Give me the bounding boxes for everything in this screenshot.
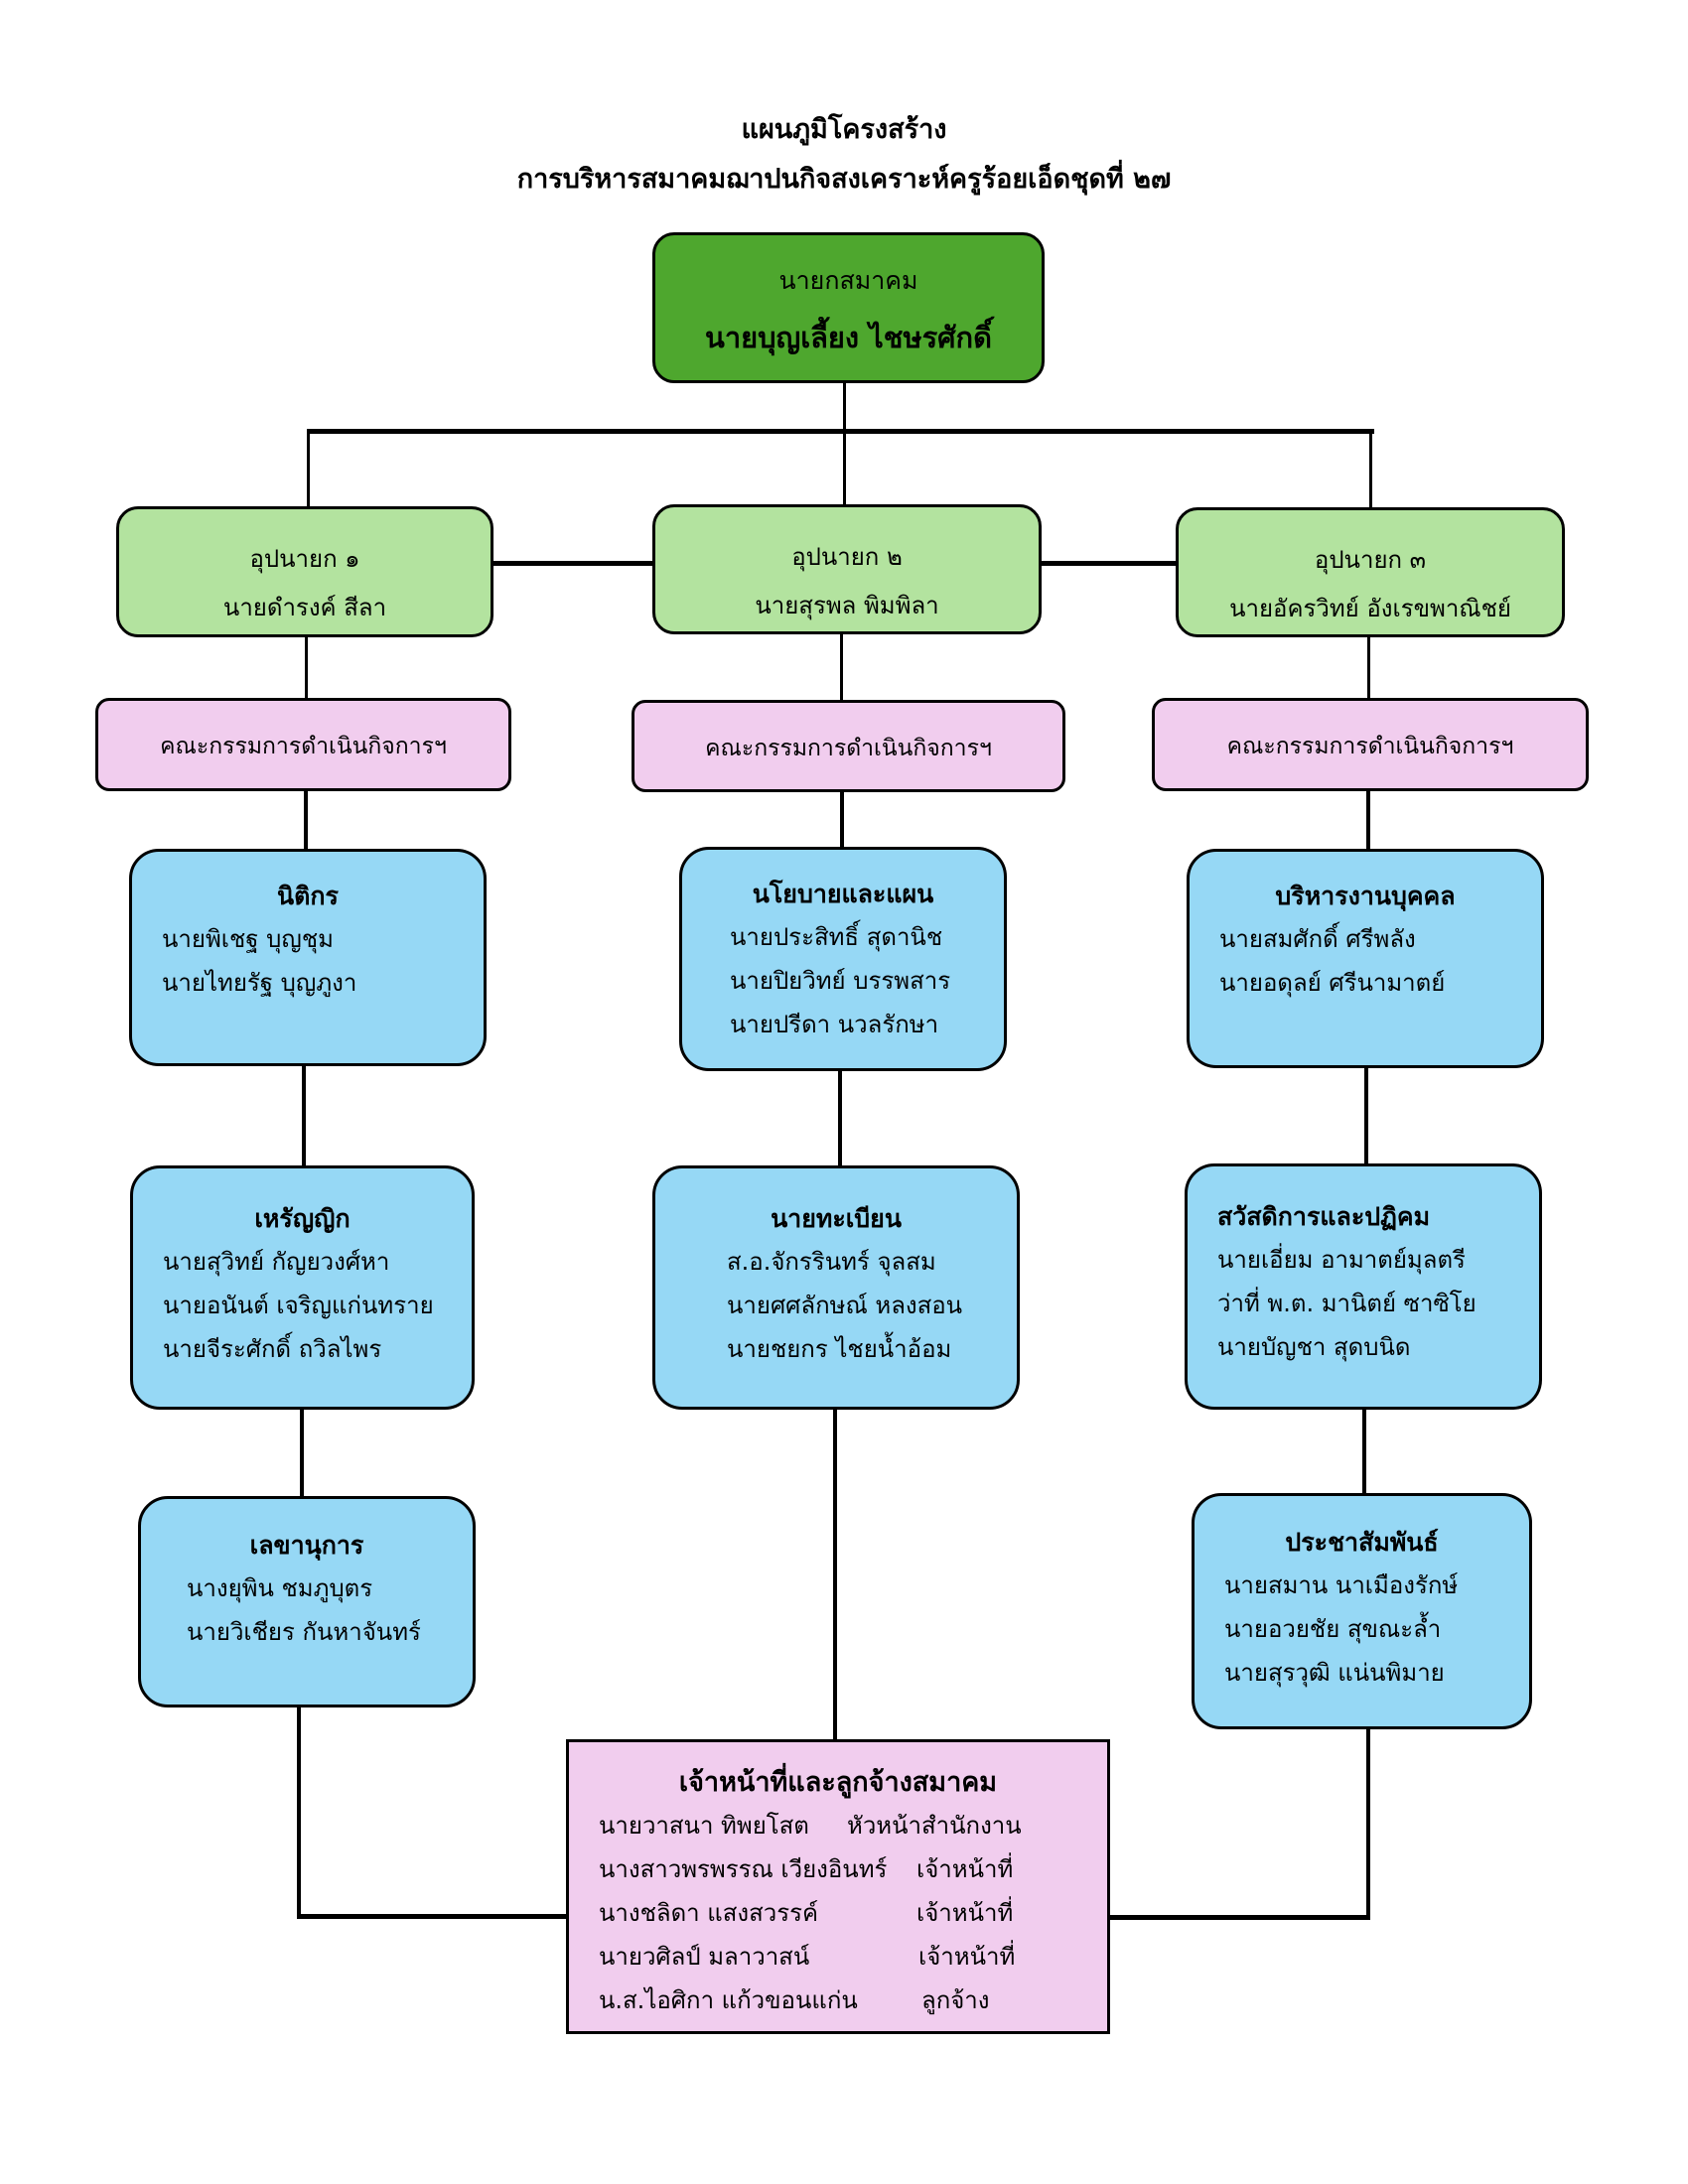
department-title: ประชาสัมพันธ์ bbox=[1285, 1528, 1439, 1557]
staff-name: นางสาวพรพรรณ เวียงอินทร์ bbox=[599, 1855, 888, 1883]
department-title: นโยบายและแผน bbox=[752, 880, 934, 908]
vice-president-role: อุปนายก ๒ bbox=[791, 543, 903, 571]
department-treasurer-box: เหรัญญิก นายสุวิทย์ กัญยวงศ์หา นายอนันต์… bbox=[130, 1165, 475, 1410]
department-title: นายทะเบียน bbox=[771, 1204, 902, 1233]
connector-line bbox=[305, 635, 308, 699]
staff-position: เจ้าหน้าที่ bbox=[916, 1855, 1014, 1883]
staff-position: หัวหน้าสำนักงาน bbox=[847, 1812, 1022, 1840]
connector-line bbox=[833, 1408, 837, 1740]
connector-line bbox=[302, 1064, 306, 1167]
department-registrar-box: นายทะเบียน ส.อ.จักรรินทร์ จุลสม นายศศลัก… bbox=[652, 1165, 1020, 1410]
committee-label: คณะกรรมการดำเนินกิจการฯ bbox=[1226, 734, 1514, 759]
department-legal-box: นิติกร นายพิเชฐ บุญชุม นายไทยรัฐ บุญภูงา bbox=[129, 849, 487, 1066]
department-title: นิติกร bbox=[277, 882, 339, 910]
department-member: ส.อ.จักรรินทร์ จุลสม bbox=[727, 1248, 936, 1276]
vice-president-role: อุปนายก ๑ bbox=[249, 545, 360, 573]
department-member: นายปรีดา นวลรักษา bbox=[730, 1011, 939, 1038]
department-member: นายสุรวุฒิ แน่นพิมาย bbox=[1224, 1659, 1445, 1687]
department-policy-box: นโยบายและแผน นายประสิทธิ์ สุดานิช นายปิย… bbox=[679, 847, 1007, 1071]
department-member: นายชยกร ไชยน้ำอ้อม bbox=[727, 1335, 952, 1363]
staff-position: เจ้าหน้าที่ bbox=[918, 1943, 1016, 1971]
staff-position: ลูกจ้าง bbox=[921, 1986, 990, 2014]
connector-line bbox=[297, 1706, 301, 1918]
vice-president-role: อุปนายก ๓ bbox=[1314, 546, 1427, 574]
department-title: สวัสดิการและปฏิคม bbox=[1217, 1202, 1431, 1231]
department-member: นางยุพิน ชมภูบุตร bbox=[187, 1574, 373, 1602]
staff-name: นายวาสนา ทิพยโสต bbox=[599, 1812, 809, 1840]
connector-line bbox=[840, 632, 843, 702]
department-member: นายอวยชัย สุขณะล้ำ bbox=[1224, 1615, 1442, 1643]
department-welfare-box: สวัสดิการและปฏิคม นายเอี่ยม อามาตย์มุลตร… bbox=[1185, 1163, 1542, 1410]
department-member: ว่าที่ พ.ต. มานิตย์ ซาซิโย bbox=[1217, 1290, 1477, 1317]
staff-box: เจ้าหน้าที่และลูกจ้างสมาคม นายวาสนา ทิพย… bbox=[566, 1739, 1110, 2034]
president-name: นายบุญเลี้ยง ไชษรศักดิ์ bbox=[705, 321, 992, 354]
vice-president-2-box: อุปนายก ๒ นายสุรพล พิมพิลา bbox=[652, 504, 1042, 634]
department-pr-box: ประชาสัมพันธ์ นายสมาน นาเมืองรักษ์ นายอว… bbox=[1192, 1493, 1532, 1729]
department-member: นายประสิทธิ์ สุดานิช bbox=[730, 923, 943, 951]
chart-subtitle: การบริหารสมาคมฌาปนกิจสงเคราะห์ครูร้อยเอ็… bbox=[516, 164, 1172, 195]
committee-2-box: คณะกรรมการดำเนินกิจการฯ bbox=[632, 700, 1065, 792]
department-title: บริหารงานบุคคล bbox=[1275, 882, 1456, 910]
department-member: นายสมศักดิ์ ศรีพลัง bbox=[1219, 925, 1416, 953]
department-hr-box: บริหารงานบุคคล นายสมศักดิ์ ศรีพลัง นายอด… bbox=[1187, 849, 1544, 1068]
connector-line bbox=[300, 1408, 304, 1499]
connector-line bbox=[1364, 1066, 1368, 1167]
department-member: นายสุวิทย์ กัญยวงศ์หา bbox=[163, 1248, 390, 1276]
staff-row: น.ส.ไอศิกา แก้วขอนแก่น ลูกจ้าง bbox=[599, 1979, 1107, 2022]
staff-name: นายวศิลป์ มลาวาสน์ bbox=[599, 1943, 810, 1971]
staff-row: นายวศิลป์ มลาวาสน์ เจ้าหน้าที่ bbox=[599, 1935, 1107, 1979]
department-member: นายไทยรัฐ บุญภูงา bbox=[162, 969, 357, 997]
president-role: นายกสมาคม bbox=[778, 266, 918, 295]
staff-position: เจ้าหน้าที่ bbox=[916, 1899, 1014, 1927]
connector-line bbox=[297, 1914, 567, 1919]
committee-label: คณะกรรมการดำเนินกิจการฯ bbox=[160, 734, 447, 759]
staff-name: น.ส.ไอศิกา แก้วขอนแก่น bbox=[599, 1986, 858, 2014]
connector-line bbox=[1366, 789, 1370, 851]
vice-president-1-box: อุปนายก ๑ นายดำรงค์ สีลา bbox=[116, 506, 493, 637]
chart-title: แผนภูมิโครงสร้าง bbox=[741, 114, 947, 145]
committee-label: คณะกรรมการดำเนินกิจการฯ bbox=[705, 736, 992, 761]
department-member: นายสมาน นาเมืองรักษ์ bbox=[1224, 1571, 1459, 1599]
connector-line bbox=[307, 429, 310, 508]
connector-line bbox=[304, 789, 308, 851]
connector-line bbox=[1367, 635, 1370, 699]
department-member: นายพิเชฐ บุญชุม bbox=[162, 925, 334, 953]
vice-president-name: นายอัครวิทย์ อังเรขพาณิชย์ bbox=[1229, 595, 1511, 622]
staff-title: เจ้าหน้าที่และลูกจ้างสมาคม bbox=[678, 1767, 998, 1798]
vice-president-3-box: อุปนายก ๓ นายอัครวิทย์ อังเรขพาณิชย์ bbox=[1176, 507, 1565, 637]
department-member: นายอดุลย์ ศรีนามาตย์ bbox=[1219, 969, 1446, 997]
staff-row: นางสาวพรพรรณ เวียงอินทร์ เจ้าหน้าที่ bbox=[599, 1847, 1107, 1891]
staff-row: นางชลิดา แสงสวรรค์ เจ้าหน้าที่ bbox=[599, 1891, 1107, 1935]
staff-row: นายวาสนา ทิพยโสต หัวหน้าสำนักงาน bbox=[599, 1804, 1107, 1847]
department-member: นายอนันต์ เจริญแก่นทราย bbox=[163, 1292, 434, 1319]
department-title: เลขานุการ bbox=[249, 1531, 364, 1560]
connector-line bbox=[840, 791, 844, 849]
president-box: นายกสมาคม นายบุญเลี้ยง ไชษรศักดิ์ bbox=[652, 232, 1045, 383]
connector-line bbox=[1041, 561, 1176, 566]
department-member: นายจีระศักดิ์ ถวิลไพร bbox=[163, 1335, 382, 1363]
committee-1-box: คณะกรรมการดำเนินกิจการฯ bbox=[95, 698, 511, 791]
department-member: นายศศลักษณ์ หลงสอน bbox=[727, 1292, 963, 1319]
connector-line bbox=[493, 561, 652, 566]
committee-3-box: คณะกรรมการดำเนินกิจการฯ bbox=[1152, 698, 1589, 791]
department-member: นายวิเชียร กันหาจันทร์ bbox=[187, 1618, 421, 1646]
connector-line bbox=[1366, 1727, 1370, 1920]
staff-name: นางชลิดา แสงสวรรค์ bbox=[599, 1899, 819, 1927]
connector-line bbox=[307, 429, 1374, 434]
connector-line bbox=[838, 1070, 842, 1165]
vice-president-name: นายสุรพล พิมพิลา bbox=[755, 592, 939, 619]
connector-line bbox=[843, 382, 846, 508]
department-member: นายปิยวิทย์ บรรพสาร bbox=[730, 967, 951, 995]
connector-line bbox=[1110, 1915, 1370, 1920]
department-secretary-box: เลขานุการ นางยุพิน ชมภูบุตร นายวิเชียร ก… bbox=[138, 1496, 476, 1707]
connector-line bbox=[1362, 1408, 1366, 1497]
connector-line bbox=[1369, 429, 1372, 510]
vice-president-name: นายดำรงค์ สีลา bbox=[222, 594, 387, 621]
department-member: นายเอี่ยม อามาตย์มุลตรี bbox=[1217, 1246, 1466, 1274]
department-member: นายบัญชา สุดบนิด bbox=[1217, 1333, 1411, 1361]
department-title: เหรัญญิก bbox=[254, 1204, 351, 1233]
